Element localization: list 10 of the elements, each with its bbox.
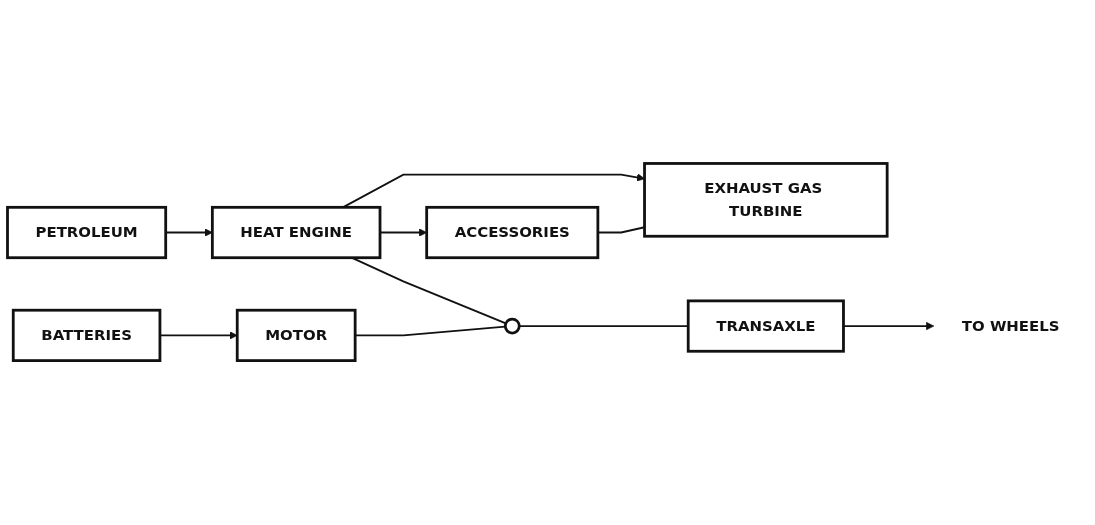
node-circle [503, 318, 521, 335]
node-box: PETROLEUM [6, 206, 168, 260]
node-box: HEAT ENGINE [210, 206, 382, 260]
node-box: TRANSAXLE [686, 299, 845, 354]
arrow [159, 331, 238, 340]
node-box: BATTERIES [11, 309, 162, 363]
node-box: EXHAUST GAS TURBINE [643, 162, 889, 239]
node-box: ACCESSORIES [425, 206, 600, 260]
node-text: TO WHEELS [961, 317, 1060, 335]
node-box: MOTOR [235, 309, 357, 363]
